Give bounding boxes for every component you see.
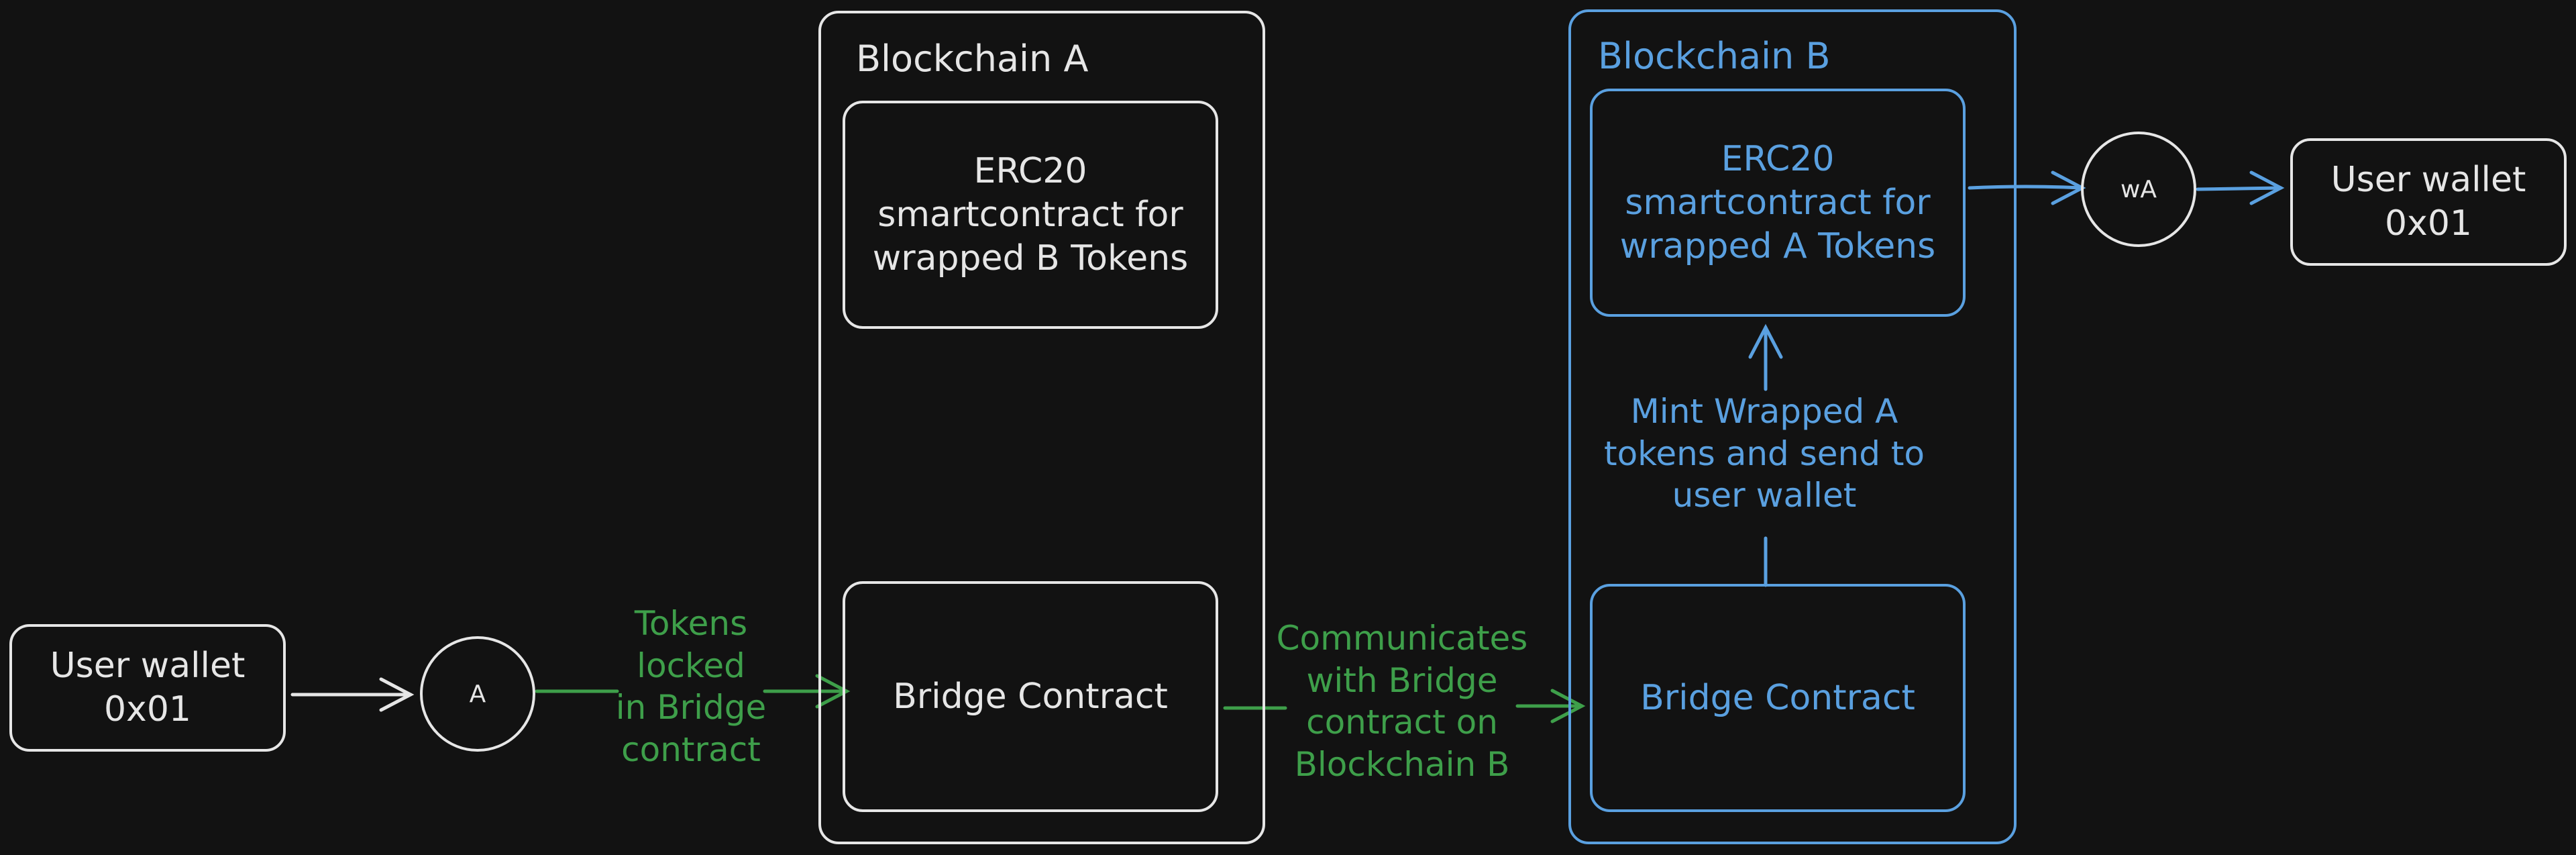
bridge-contract-a-label: Bridge Contract	[893, 676, 1168, 717]
user-wallet-left: User wallet 0x01	[9, 624, 286, 752]
token-wa-circle: wA	[2081, 132, 2196, 247]
user-wallet-left-label: User wallet 0x01	[50, 646, 246, 730]
bridge-contract-a-box: Bridge Contract	[843, 581, 1218, 812]
blockchain-b-container: Blockchain B	[1568, 9, 2017, 844]
bridge-contract-b-label: Bridge Contract	[1640, 677, 1915, 718]
user-wallet-right-label: User wallet 0x01	[2330, 160, 2526, 244]
arrow-token-wa-to-wallet	[2196, 170, 2285, 205]
bridge-contract-b-box: Bridge Contract	[1590, 584, 1966, 812]
arrow-bridge-a-to-bridge-b	[1223, 689, 1586, 723]
mint-annotation: Mint Wrapped A tokens and send to user w…	[1603, 392, 1925, 515]
blockchain-a-title: Blockchain A	[856, 38, 1089, 80]
arrow-wallet-to-token-a	[290, 677, 415, 712]
token-a-label: A	[469, 680, 486, 708]
erc20-wrapped-a-box: ERC20 smartcontract for wrapped A Tokens	[1590, 89, 1966, 317]
arrow-token-a-to-bridge-a	[535, 674, 851, 709]
blockchain-b-title: Blockchain B	[1598, 35, 1831, 77]
erc20-wrapped-b-box: ERC20 smartcontract for wrapped B Tokens	[843, 101, 1218, 329]
communicates-annotation: Communicates with Bridge contract on Blo…	[1276, 619, 1528, 784]
arrow-bridge-b-to-erc20-b	[1748, 323, 1783, 587]
token-wa-label: wA	[2120, 175, 2157, 203]
erc20-wrapped-b-label: ERC20 smartcontract for wrapped B Tokens	[872, 150, 1189, 279]
tokens-locked-annotation: Tokens locked in Bridge contract	[615, 604, 767, 769]
blockchain-a-container: Blockchain A	[818, 11, 1265, 844]
user-wallet-right: User wallet 0x01	[2290, 138, 2567, 266]
erc20-wrapped-a-label: ERC20 smartcontract for wrapped A Tokens	[1619, 138, 1936, 266]
token-a-circle: A	[420, 636, 535, 752]
